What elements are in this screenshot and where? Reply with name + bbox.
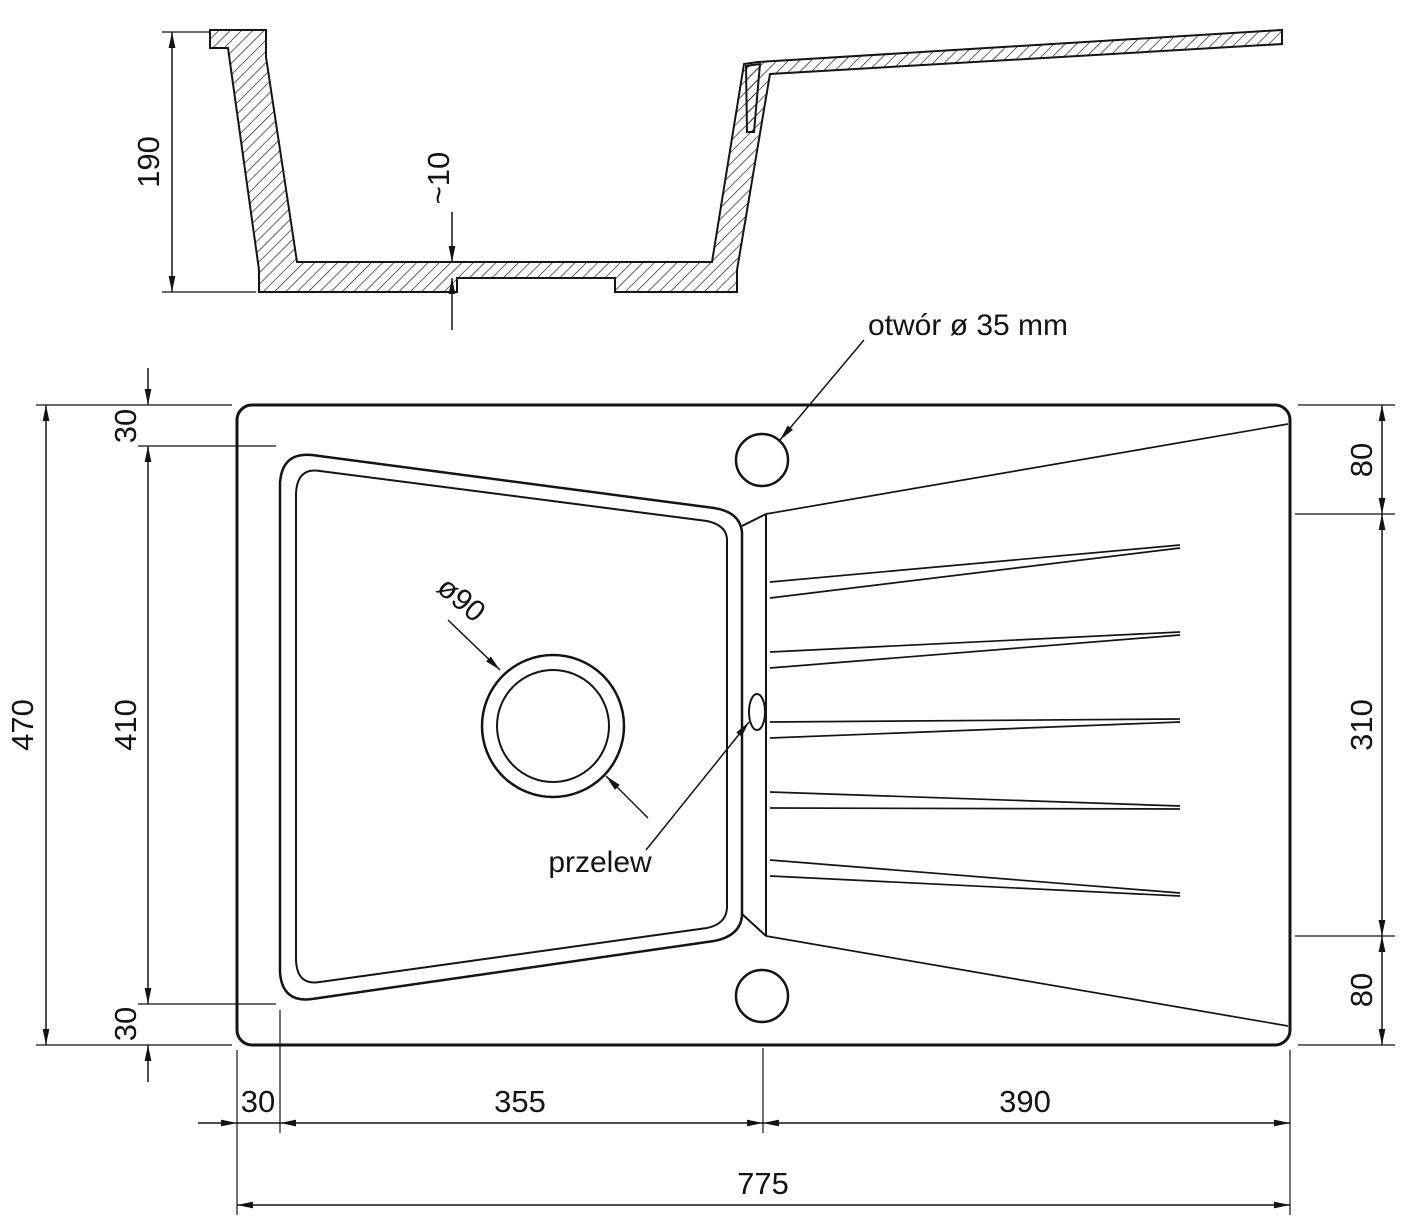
dimension-label-30-left: 30 <box>241 1084 275 1119</box>
dimension-label-30-bottom: 30 <box>108 1007 143 1041</box>
dimension-label-390: 390 <box>999 1084 1051 1119</box>
drainer-groove-line <box>769 859 1181 894</box>
tap-hole-label: otwór ø 35 mm <box>868 309 1068 342</box>
dimension-label-410: 410 <box>108 699 143 751</box>
basin-rim-inner <box>295 469 728 984</box>
dimension-label-775: 775 <box>737 1166 789 1201</box>
drainer-grooves <box>765 423 1289 1027</box>
drainer-groove-line <box>769 791 1181 807</box>
dimension-label-depth: 190 <box>131 136 166 188</box>
drainer-groove-line <box>769 634 1181 669</box>
drainer-groove-line <box>769 875 1181 897</box>
overflow-slot <box>748 693 766 731</box>
overflow-label: przelew <box>548 846 652 879</box>
drainer-groove-line <box>769 718 1181 723</box>
drainer-groove-line <box>769 631 1181 653</box>
drainer-fan-line <box>765 423 1289 515</box>
drainer-groove-line <box>769 807 1181 810</box>
drain-callout-leader-top <box>447 619 501 671</box>
dimension-label-355: 355 <box>494 1084 546 1119</box>
drain-callout-label: ø90 <box>431 570 492 629</box>
cross-section-divider-lip <box>744 62 762 133</box>
dimension-label-thickness: ~10 <box>421 152 456 205</box>
dimension-label-310: 310 <box>1344 699 1379 751</box>
drainer-groove-line <box>769 721 1181 739</box>
drain-callout-leader-bottom <box>605 775 649 819</box>
plan-dimensions: 470 410 30 30 80 310 80 30 355 <box>5 368 1395 1215</box>
drainer-groove-line <box>769 547 1181 599</box>
divider-chamfer-bottom <box>741 913 767 937</box>
divider-chamfer-top <box>741 513 767 527</box>
dimension-label-30-top: 30 <box>108 409 143 443</box>
basin-rim-outer <box>278 453 744 1001</box>
plan-view: ø90 otwór ø 35 mm przelew <box>235 309 1292 1047</box>
dimension-label-470: 470 <box>5 699 40 751</box>
drain-hole-outer <box>480 653 626 799</box>
sink-outline <box>235 403 1292 1047</box>
tap-hole <box>734 432 790 488</box>
dimension-label-80-bottom: 80 <box>1344 973 1379 1007</box>
tap-hole-leader <box>779 339 865 441</box>
drainer-groove-line <box>769 544 1181 583</box>
second-hole <box>734 968 790 1024</box>
overflow-leader <box>645 721 750 851</box>
dimension-label-80-top: 80 <box>1344 443 1379 477</box>
cross-section-view: 190 ~10 <box>131 28 1283 330</box>
drainer-fan-line <box>765 935 1289 1027</box>
cross-section-body <box>209 28 1283 293</box>
drain-hole-inner <box>496 669 610 783</box>
